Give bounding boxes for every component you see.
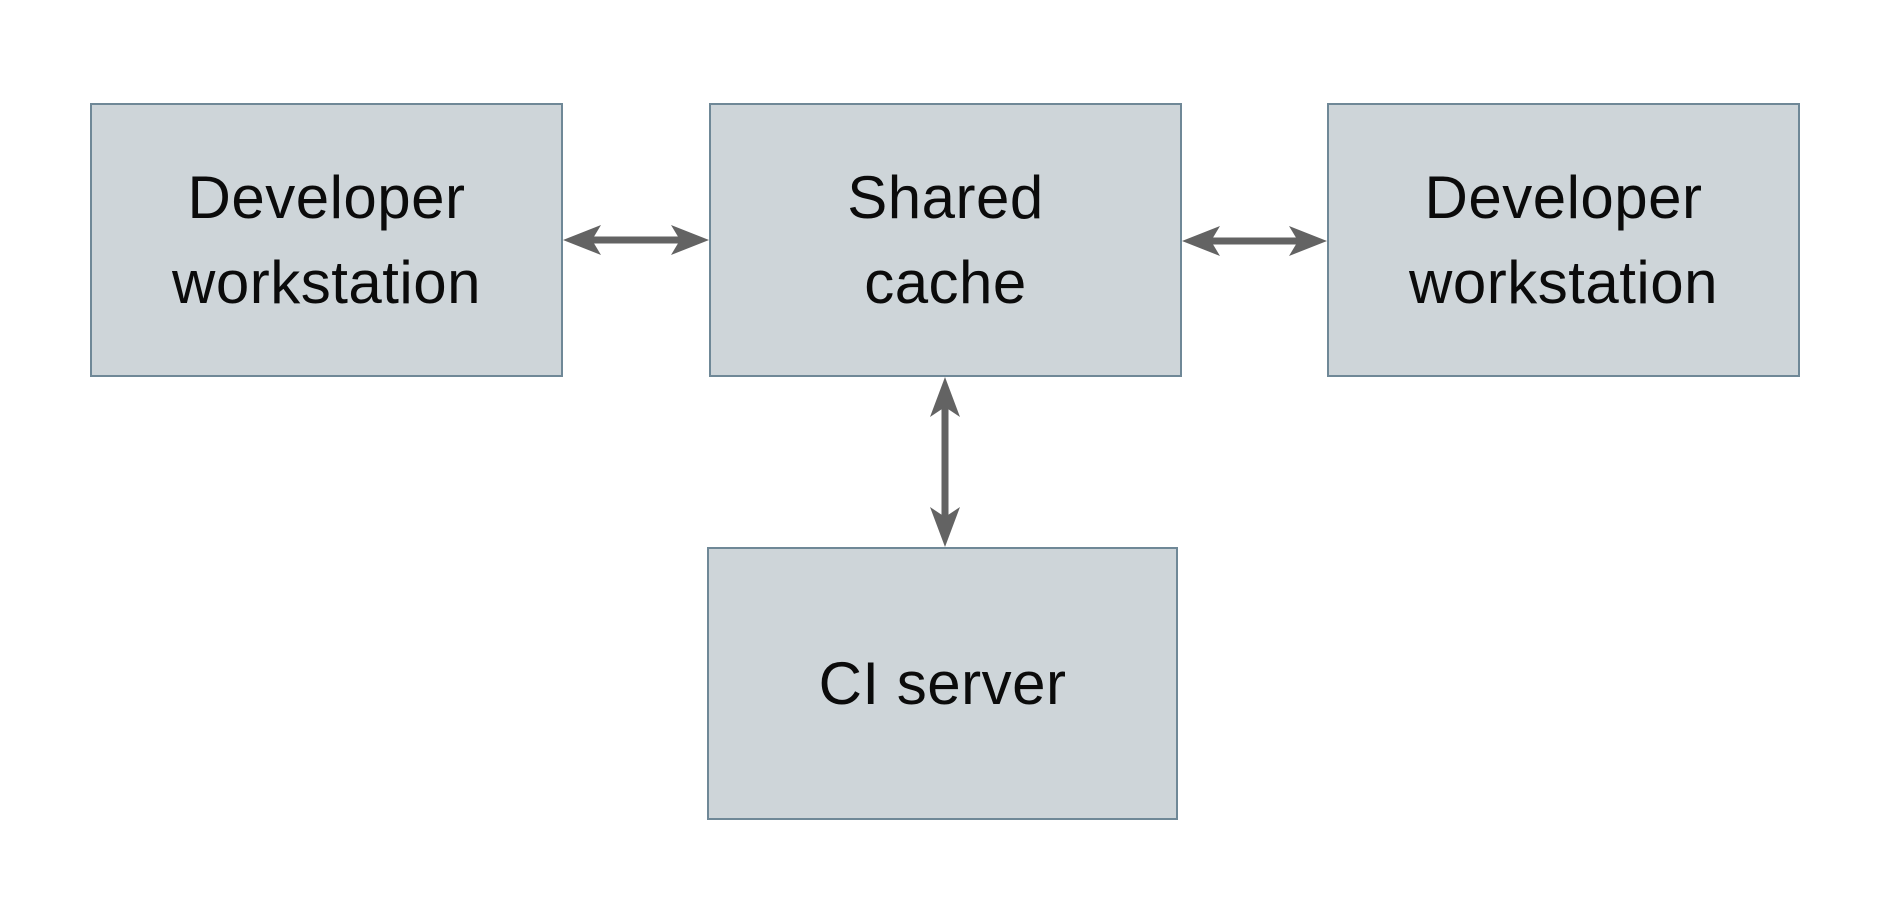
node-shared-cache-label: Shared cache xyxy=(847,163,1044,316)
double-arrow-left-workstation-shared-cache xyxy=(563,225,709,255)
node-developer-workstation-right-label: Developer workstation xyxy=(1409,163,1718,316)
node-developer-workstation-left-label: Developer workstation xyxy=(172,163,481,316)
node-developer-workstation-left: Developer workstation xyxy=(90,103,563,377)
node-shared-cache: Shared cache xyxy=(709,103,1182,377)
double-arrow-shared-cache-right-workstation xyxy=(1182,226,1327,256)
double-arrow-shared-cache-ci-server xyxy=(930,377,960,547)
node-developer-workstation-right: Developer workstation xyxy=(1327,103,1800,377)
node-ci-server-label: CI server xyxy=(818,649,1067,717)
node-ci-server: CI server xyxy=(707,547,1178,820)
